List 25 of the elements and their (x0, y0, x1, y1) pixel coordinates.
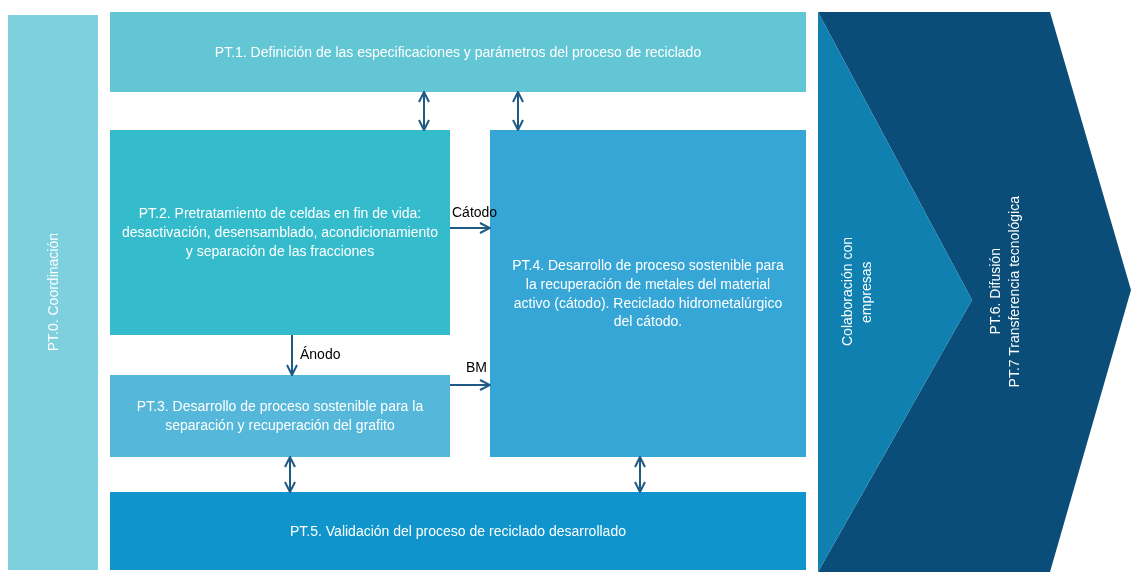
arrow (449, 379, 491, 391)
node-text: Colaboración con empresas (838, 237, 875, 347)
triangle-band (818, 12, 972, 572)
process-box (110, 130, 450, 335)
arrow (512, 91, 524, 131)
chevron-band (818, 12, 1131, 572)
arrow (284, 456, 296, 493)
node-text: PT.7 Transferencia tecnológica (1004, 196, 1023, 388)
node-text: PT.6. Difusión (986, 247, 1004, 338)
arrow (286, 334, 298, 376)
node-text: PT.1. Definición de las especificaciones y parámetros del proceso de reciclado (214, 42, 702, 62)
node-text: PT.3. Desarrollo de proceso sostenible para la separación y recuperación del grafito (135, 397, 425, 435)
node-text: PT.4. Desarrollo de proceso sostenible para la recuperación de metales del material activo (cátodo). Reciclado hidrometalúrgico del cátodo. (511, 255, 785, 332)
process-box (110, 12, 806, 92)
arrow (449, 222, 491, 234)
edge-label: BM (466, 359, 487, 375)
node-text: PT.2. Pretratamiento de celdas en fin de vida: desactivación, desensamblado, acondicionamiento y separación de las fracciones (121, 204, 439, 261)
process-box (110, 375, 450, 457)
arrow (418, 91, 430, 131)
arrow (634, 456, 646, 493)
node-text: PT.5. Validación del proceso de reciclado desarrollado (290, 521, 626, 541)
node-text: PT.0. Coordinación (43, 233, 62, 352)
process-box (8, 15, 98, 570)
process-box (110, 492, 806, 570)
edge-label: Ánodo (300, 346, 341, 362)
